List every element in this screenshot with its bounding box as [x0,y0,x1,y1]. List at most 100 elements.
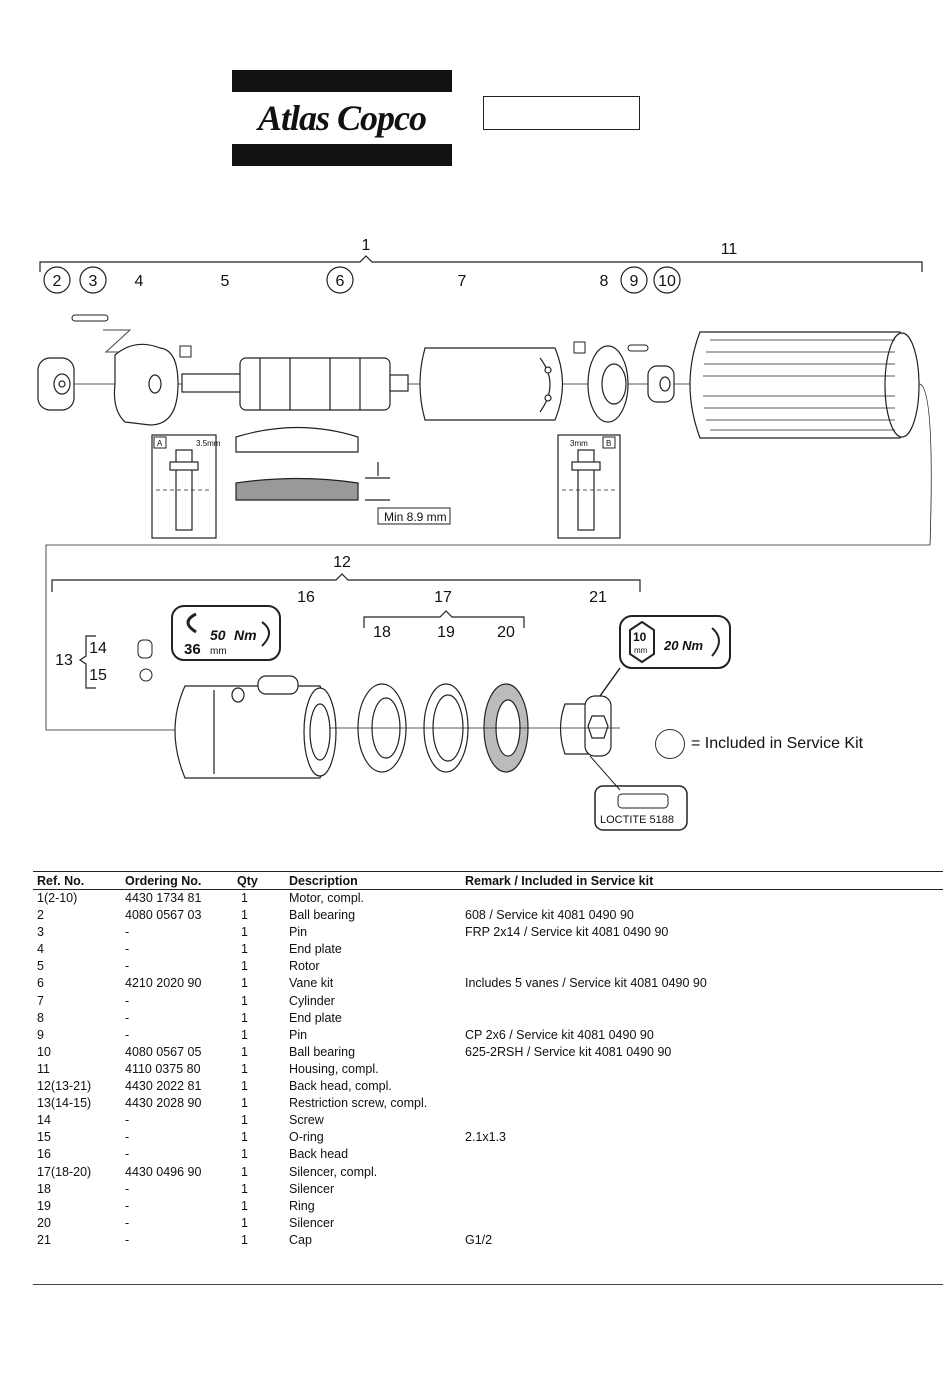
callout-7: 7 [458,273,467,290]
cell-qty: 1 [241,1232,248,1247]
cell-remark: FRP 2x14 / Service kit 4081 0490 90 [465,925,669,940]
wrench-torque-badge [171,605,281,661]
callout-14: 14 [89,640,107,657]
cell-ordering-no: 4430 0496 90 [125,1164,202,1179]
callout-4: 4 [135,273,144,290]
cell-description: Cap [289,1232,312,1247]
cell-ref-no: 14 [37,1113,51,1128]
part-2-ball-bearing [37,357,75,411]
part-7-cylinder [419,347,564,421]
cell-remark [461,1181,943,1198]
cell-ordering-no: 4430 2022 81 [125,1079,202,1094]
part-4-end-plate [113,343,179,426]
cell-remark: G1/2 [465,1232,493,1247]
cell-ordering-no: - [125,1027,130,1042]
service-kit-legend: = Included in Service Kit [655,729,863,759]
cell-qty: 1 [241,1181,248,1196]
brace-group-12 [51,573,641,592]
header-qty: Qty [233,871,285,890]
callout-13: 13 [55,652,73,669]
cell-description: Pin [289,925,308,940]
hex-size-value: 10 [633,630,647,644]
vane-min-label: Min 8.9 mm [384,510,447,524]
detail-b-tag: B [606,439,611,448]
cell-description: Vane kit [289,976,334,991]
cell-ref-no: 2 [37,908,44,923]
legend-circle-icon [655,729,685,759]
callout-circle-2 [43,266,71,294]
detail-b-dim: 3mm [570,439,588,448]
cell-qty: 1 [241,993,248,1008]
loctite-badge [589,755,688,831]
brace-group-17 [363,610,525,628]
callout-circle-9 [620,266,648,294]
wrench-torque-unit: Nm [234,627,257,643]
cell-ref-no: 4 [37,942,44,957]
cell-description: Housing, compl. [289,1061,379,1076]
cell-description: Cylinder [289,993,335,1008]
cell-remark: 625-2RSH / Service kit 4081 0490 90 [465,1044,672,1059]
document-number-box [483,96,640,130]
cell-remark [461,1215,943,1232]
header-description: Description [285,871,461,890]
cell-ref-no: 11 [37,1061,50,1076]
part-10-ball-bearing [647,365,675,403]
brace-group-1 [39,255,923,272]
cell-ordering-no: - [125,1181,130,1196]
callout-15: 15 [89,667,107,684]
torque-arrow-icon [711,627,720,657]
cell-ordering-no: - [125,925,130,940]
cell-ref-no: 17(18-20) [37,1164,92,1179]
cell-qty: 1 [241,1198,248,1213]
table-header-row: Ref. No. Ordering No. Qty Description Re… [33,871,943,890]
cell-remark [461,1078,943,1095]
cell-qty: 1 [241,908,248,923]
cell-ref-no: 6 [37,976,44,991]
callout-circle-6 [326,266,354,294]
cell-qty: 1 [241,925,248,940]
cell-ordering-no: 4080 0567 05 [125,1044,202,1059]
glue-bottle-icon [617,793,669,809]
brace-group-13 [78,635,96,689]
cell-qty: 1 [241,1096,248,1111]
header-remark: Remark / Included in Service kit [461,871,943,890]
cell-description: Pin [289,1027,308,1042]
part-5-rotor [181,357,409,411]
wrench-icon [186,612,197,634]
detail-a-tag: A [157,439,163,448]
cell-remark: Includes 5 vanes / Service kit 4081 0490… [465,976,707,991]
cell-ordering-no: 4430 2028 90 [125,1096,202,1111]
callout-6: 6 [336,273,345,290]
cell-qty: 1 [241,1147,248,1162]
vane-min-box [377,507,451,525]
callout-10: 10 [658,273,676,290]
cell-qty: 1 [241,1044,248,1059]
hex-torque-badge [599,615,731,697]
cell-ref-no: 21 [37,1232,51,1247]
cell-qty: 1 [241,959,248,974]
part-8-end-plate [587,345,629,423]
cell-remark [461,1112,943,1129]
callout-11: 11 [721,241,738,258]
cell-description: Ball bearing [289,1044,356,1059]
header-ref-no: Ref. No. [33,871,121,890]
cell-ref-no: 10 [37,1044,51,1059]
cell-ref-no: 12(13-21) [37,1079,92,1094]
part-3-pin [71,314,109,322]
cell-ref-no: 20 [37,1215,51,1230]
wrench-size-unit: mm [210,646,227,657]
cell-ordering-no: 4210 2020 90 [125,976,202,991]
cell-description: Ring [289,1198,315,1213]
cell-ordering-no: - [125,993,130,1008]
